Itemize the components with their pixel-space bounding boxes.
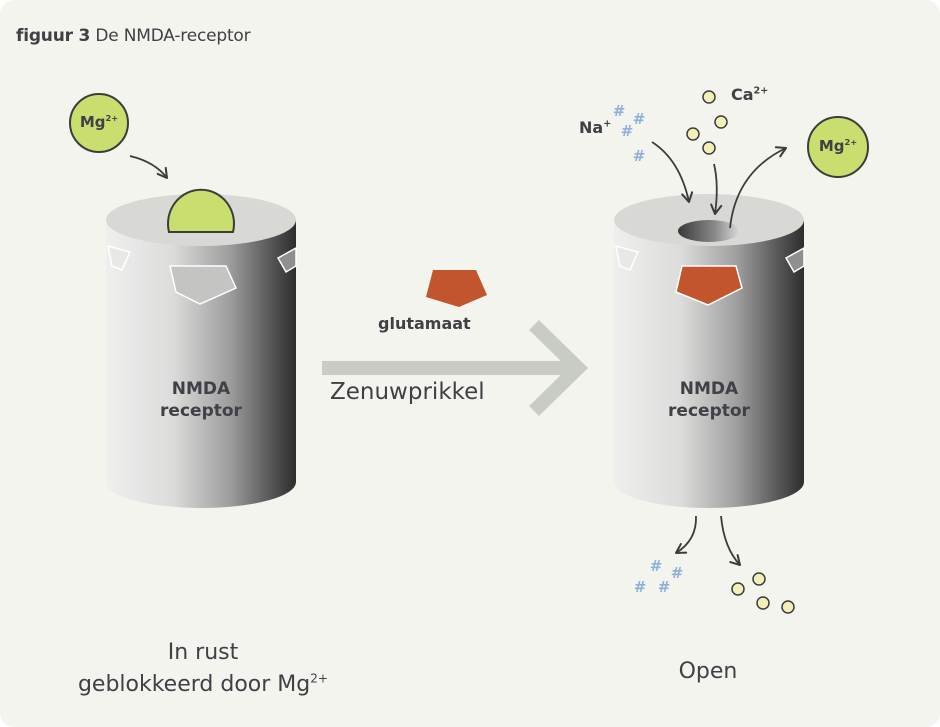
ca-ion — [686, 127, 700, 141]
mg-entry-arrow — [129, 155, 169, 180]
ca-ion — [731, 582, 745, 596]
ca-ion — [781, 600, 795, 614]
na-ion: # — [658, 578, 671, 596]
ca-ions-top — [686, 90, 728, 155]
glutamate-bound — [675, 265, 743, 306]
receptor-closed-body — [106, 220, 296, 508]
na-exit-arrow — [674, 515, 697, 555]
ca-charge: 2+ — [753, 85, 769, 97]
receptor-label-line2: receptor — [160, 401, 242, 421]
ca-ion — [702, 90, 716, 104]
figure-number: figuur 3 — [16, 26, 91, 46]
ca-ions-bottom — [731, 572, 795, 614]
na-symbol: Na — [579, 118, 604, 137]
na-ion: # — [650, 557, 663, 575]
status-closed-text: geblokkeerd door Mg — [77, 672, 311, 697]
glutamate-binding-site-empty — [169, 265, 237, 305]
receptor-label-closed: NMDA receptor — [141, 378, 261, 422]
status-closed-line1: In rust — [167, 640, 239, 665]
ca-exit-arrow — [720, 515, 742, 567]
glutamate-molecule — [426, 270, 487, 307]
receptor-open — [614, 194, 805, 508]
na-charge: + — [603, 118, 612, 130]
mg-charge: 2+ — [105, 113, 119, 123]
na-ion: # — [634, 578, 647, 596]
ion-channel-pore — [678, 220, 740, 242]
mg-exit-arrow — [729, 146, 788, 229]
mg-ion-label-left: Mg2+ — [70, 113, 128, 131]
na-ion: # — [633, 110, 646, 128]
mg-symbol: Mg — [79, 113, 106, 131]
mg-charge: 2+ — [844, 137, 858, 147]
ca-entry-arrow — [710, 163, 723, 216]
na-ion: # — [613, 102, 626, 120]
na-ion: # — [621, 122, 634, 140]
mg-ion-right — [807, 116, 869, 178]
status-closed-charge: 2+ — [310, 671, 329, 686]
na-ion: # — [671, 564, 684, 582]
receptor-label-open: NMDA receptor — [649, 378, 769, 422]
receptor-open-body — [614, 220, 804, 508]
figure-title: De NMDA-receptor — [95, 26, 251, 46]
receptor-open-notch-right — [784, 246, 805, 274]
ca-ion — [752, 572, 766, 586]
status-closed: In rust geblokkeerd door Mg2+ — [40, 637, 366, 701]
ca-label: Ca2+ — [731, 85, 768, 104]
mg-symbol: Mg — [818, 137, 845, 155]
status-closed-line2: geblokkeerd door Mg2+ — [40, 669, 366, 701]
receptor-closed-notch-right — [276, 246, 297, 274]
nerve-impulse-arrow — [322, 319, 589, 417]
nerve-impulse-label: Zenuwprikkel — [330, 379, 485, 405]
figure-caption: figuur 3 De NMDA-receptor — [16, 26, 251, 46]
na-label: Na+ — [579, 118, 611, 137]
receptor-closed — [106, 188, 297, 508]
ca-symbol: Ca — [731, 85, 754, 104]
receptor-closed-notch-left — [107, 244, 132, 271]
na-ion: # — [633, 147, 646, 165]
glutamate-label: glutamaat — [378, 314, 471, 333]
receptor-open-notch-left — [615, 244, 640, 271]
status-open: Open — [678, 659, 738, 684]
mg-ion-left — [69, 93, 129, 153]
na-entry-arrow — [651, 141, 694, 204]
ca-ion — [702, 141, 716, 155]
receptor-label-line2: receptor — [668, 401, 750, 421]
receptor-label-line1: NMDA — [679, 379, 739, 399]
ca-ion — [756, 596, 770, 610]
receptor-label-line1: NMDA — [171, 379, 231, 399]
mg-blocker — [167, 188, 235, 233]
mg-ion-label-right: Mg2+ — [808, 137, 868, 155]
ca-ion — [714, 115, 728, 129]
